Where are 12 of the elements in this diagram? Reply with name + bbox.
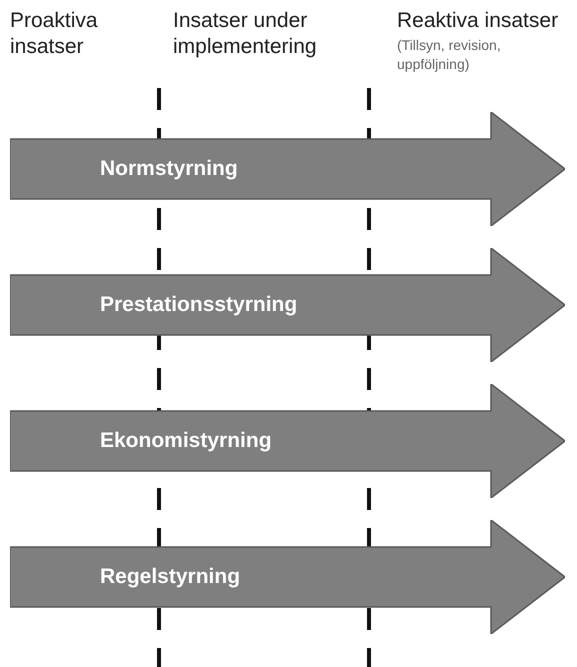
arrow-label: Ekonomistyrning [100,428,272,454]
arrow-shape [10,384,565,498]
arrow-shape [10,248,565,362]
arrow-label: Prestationsstyrning [100,292,298,318]
arrow-label: Normstyrning [100,156,238,182]
column-note: (Tillsyn, revision, uppföljning) [397,36,502,74]
column-heading: Reaktiva insatser [397,8,560,34]
arrow-label: Regelstyrning [100,564,240,590]
column-heading: Insatser under implementering [173,8,318,60]
column-heading: Proaktiva insatser [10,8,99,60]
arrow-shape [10,520,565,634]
arrow-shape [10,112,565,226]
